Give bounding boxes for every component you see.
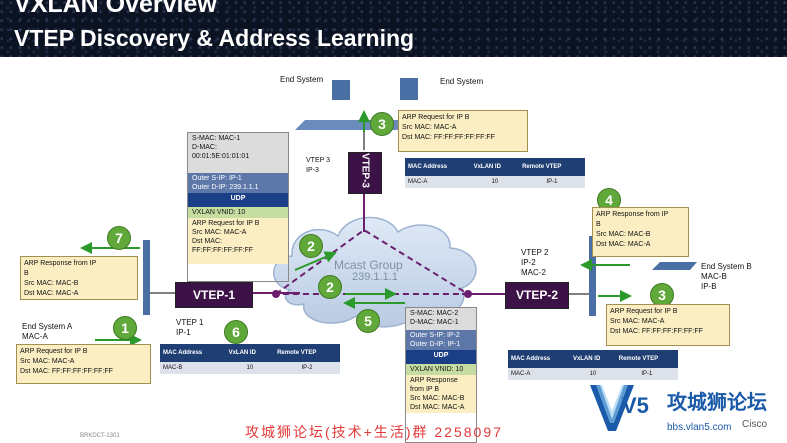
brand-url: bbs.vlan5.com — [667, 422, 732, 433]
page-title: VXLAN Overview — [14, 0, 217, 18]
banner-pattern — [0, 0, 787, 57]
brand-name: 攻城狮论坛 — [667, 392, 767, 414]
vtep-3-node[interactable]: VTEP-3 — [348, 152, 382, 194]
v5-logo-icon: V5 — [588, 381, 649, 433]
host-top-left — [332, 80, 350, 100]
step-3-right-badge: 3 — [650, 283, 674, 307]
step-1-badge: 1 — [113, 316, 137, 340]
step-2a-badge: 2 — [299, 234, 323, 258]
title-banner: VXLAN Overview VTEP Discovery & Address … — [0, 0, 787, 57]
mcast-cloud — [273, 216, 477, 328]
packet2-udp: UDP — [406, 350, 476, 364]
host-b — [652, 262, 697, 270]
step-3-top-badge: 3 — [370, 112, 394, 136]
mcast-path — [272, 228, 472, 295]
v5-digit: V5 — [622, 393, 649, 418]
step-5-badge: 5 — [356, 309, 380, 333]
core-node-left — [272, 290, 280, 298]
switch-top — [295, 120, 428, 130]
switch-right — [589, 236, 596, 316]
step-6-badge: 6 — [224, 320, 248, 344]
vtep-1-node[interactable]: VTEP-1 — [175, 282, 253, 308]
step-2b-badge: 2 — [318, 275, 342, 299]
step-7-badge: 7 — [107, 226, 131, 250]
arrow-step2a — [294, 251, 337, 271]
switch-left — [143, 240, 150, 315]
mcast-group-address: 239.1.1.1 — [352, 271, 398, 283]
packet1-vnid: VXLAN VNID: 10 — [188, 207, 288, 218]
vtep-2-node[interactable]: VTEP-2 — [505, 282, 569, 309]
host-top-right — [400, 78, 418, 100]
packet1-udp: UDP — [188, 193, 288, 207]
session-code: BRKDCT-1301 — [80, 433, 120, 439]
page-subtitle: VTEP Discovery & Address Learning — [14, 25, 415, 51]
end-system-top-right-label: End System — [440, 77, 484, 86]
watermark-text: 攻城狮论坛(技术+生活)群 2258097 — [245, 424, 503, 440]
mcast-group-label: Mcast Group — [334, 258, 403, 272]
end-system-top-left-label: End System — [280, 75, 324, 84]
cisco-logo: Cisco — [742, 419, 768, 430]
core-node-right — [464, 290, 472, 298]
packet2-vnid: VXLAN VNID: 10 — [406, 364, 476, 375]
